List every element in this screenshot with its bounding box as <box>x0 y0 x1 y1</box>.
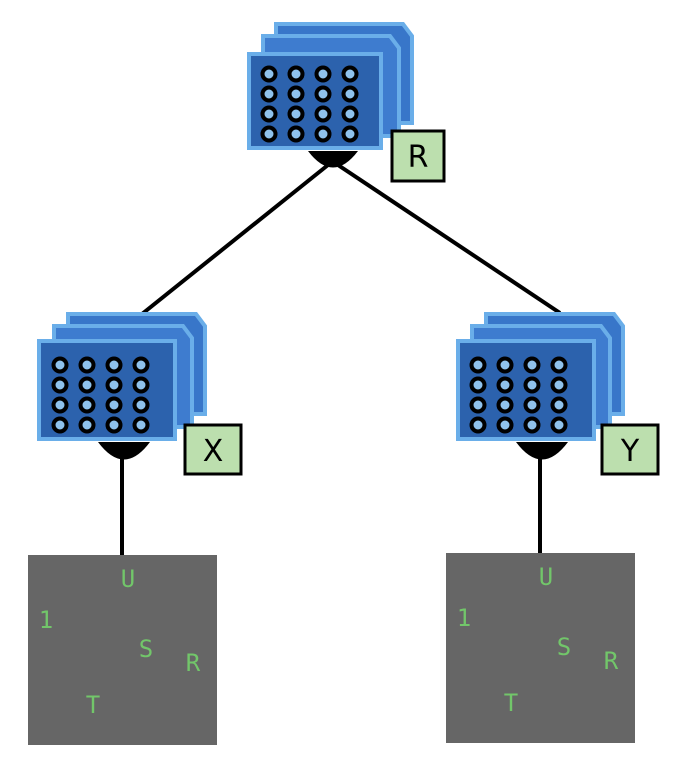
right-panel-glyph-t: T <box>504 689 518 717</box>
right-panel-glyph-u: U <box>539 563 553 591</box>
node-right: Y <box>456 312 660 476</box>
edge-root-left <box>130 163 330 324</box>
right-label: Y <box>620 434 640 469</box>
right-panel-glyph-s: S <box>557 633 571 661</box>
left-panel-glyph-t: T <box>86 691 100 719</box>
right-label-box: Y <box>600 423 660 476</box>
left-label-box: X <box>183 423 243 476</box>
left-panel-glyph-u: U <box>121 565 135 593</box>
left-panel-glyph-s: S <box>139 635 153 663</box>
node-root: R <box>247 22 446 183</box>
root-label-box: R <box>390 129 446 183</box>
node-left: X <box>37 312 243 476</box>
edge-root-right <box>336 163 562 315</box>
right-panel: U 1 S R T <box>446 553 635 743</box>
root-label: R <box>408 140 429 175</box>
left-output-panel <box>28 555 217 745</box>
left-label: X <box>203 434 224 469</box>
left-panel: U 1 S R T <box>28 555 217 745</box>
left-panel-glyph-1: 1 <box>39 606 53 634</box>
right-panel-glyph-r: R <box>604 647 619 675</box>
right-panel-glyph-1: 1 <box>457 604 471 632</box>
right-connector <box>516 442 568 460</box>
left-panel-glyph-r: R <box>186 649 201 677</box>
right-output-panel <box>446 553 635 743</box>
root-connector <box>308 151 358 168</box>
connections <box>120 163 562 555</box>
left-connector <box>98 442 150 460</box>
